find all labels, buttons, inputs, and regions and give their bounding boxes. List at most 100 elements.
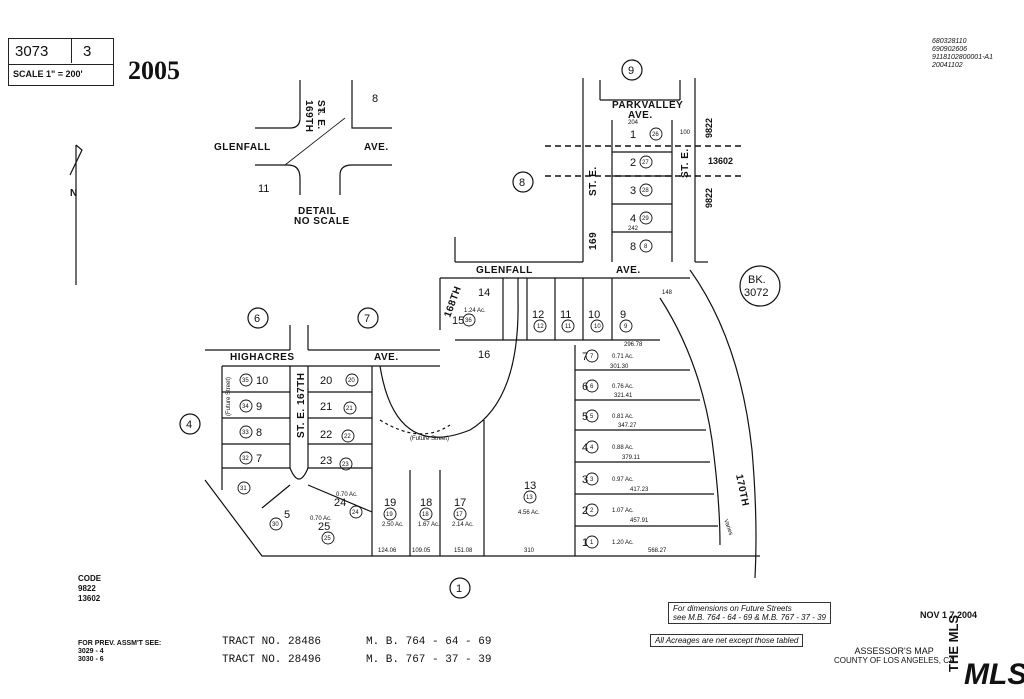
block-circle-9 (621, 59, 643, 81)
bk-value: 3072 (744, 287, 768, 299)
south-boundary (204, 479, 760, 557)
dim-379: 379.11 (622, 455, 641, 461)
varies-label: Varies (722, 519, 733, 537)
code-13602: 13602 (708, 156, 733, 166)
parcel-18: 18 (422, 512, 429, 518)
lot-15: 15 (452, 315, 464, 327)
parcel-11: 11 (565, 324, 572, 330)
block-7: 7 (364, 313, 370, 325)
parkvalley-label: PARKVALLEY (612, 100, 683, 111)
dim-242: 242 (628, 226, 639, 232)
parcel-1-east: 1 (590, 540, 594, 546)
acreage-e5: 0.81 Ac. (612, 414, 634, 420)
acreage-e7: 0.71 Ac. (612, 354, 634, 360)
detail-street-st-e: ST. E. (315, 100, 326, 130)
acreage-c25: 0.70 Ac. (310, 516, 332, 522)
acreage-e1: 1.20 Ac. (612, 540, 634, 546)
prev-assessment: FOR PREV. ASSM'T SEE: 3029 - 4 3030 - 6 (78, 640, 161, 664)
detail-curb-ne (351, 80, 392, 129)
dim-457: 457.91 (630, 518, 649, 524)
block-circle-4 (179, 413, 201, 435)
block-circle-8 (512, 171, 534, 193)
north-label: N (70, 188, 78, 199)
lot-5-west: 5 (284, 509, 290, 521)
lot-6-east: 6 (582, 381, 588, 393)
parcel-34: 34 (242, 404, 249, 410)
parcel-35: 35 (242, 378, 249, 384)
dim-100: 100 (680, 130, 691, 136)
parcel-23: 23 (342, 462, 349, 468)
parcel-21: 21 (346, 406, 353, 412)
stamp-line: 9118102800001-A1 (932, 54, 993, 61)
dim-204: 204 (628, 120, 639, 126)
dim-568: 568.27 (648, 548, 667, 554)
detail-curb-sw (255, 164, 301, 195)
prev-title: FOR PREV. ASSM'T SEE: (78, 640, 162, 647)
parcel-32: 32 (242, 456, 249, 462)
highacres-label: HIGHACRES (230, 352, 295, 363)
prev-ref: 3030 - 6 (78, 656, 104, 663)
lot-9: 9 (620, 309, 626, 321)
lot-1-east: 1 (582, 537, 588, 549)
detail-curb-se (339, 164, 392, 195)
detail-lot-8: 8 (372, 93, 378, 105)
lot-16: 16 (478, 349, 490, 361)
acreage-note: All Acreages are net except those tabled (650, 634, 804, 647)
dim-347: 347.27 (618, 423, 637, 429)
book-number: 3073 (15, 43, 49, 60)
dim-301: 301.30 (610, 364, 629, 370)
lot-2: 2 (630, 157, 636, 169)
lot-10: 10 (588, 309, 600, 321)
note-line: For dimensions on Future Streets (673, 604, 792, 613)
block-4: 4 (186, 419, 192, 431)
st170-label: 170TH (733, 473, 751, 507)
parcel-27: 27 (642, 160, 649, 166)
parcel-25: 25 (324, 536, 331, 542)
dim-148: 148 (662, 290, 673, 296)
lot-3: 3 (630, 185, 636, 197)
detail-street-ave: AVE. (364, 142, 389, 153)
block-9: 9 (628, 65, 634, 77)
parcel-5-east: 5 (590, 414, 594, 420)
st169-label: 169 (588, 232, 599, 250)
map-scale: SCALE 1" = 200' (13, 69, 83, 79)
stamp-line: 20041102 (932, 62, 963, 69)
acreage-s17: 2.14 Ac. (452, 522, 474, 528)
tract-1: TRACT NO. 28486 (222, 636, 322, 648)
detail-street-glenfall: GLENFALL (214, 142, 271, 153)
parcel-7-east: 7 (590, 354, 594, 360)
lot-2-east: 2 (582, 505, 588, 517)
parcel-10: 10 (594, 324, 601, 330)
dim-417: 417.23 (630, 487, 649, 493)
tract-2: TRACT NO. 28496 (222, 654, 322, 666)
lot-7-west: 7 (256, 453, 262, 465)
lot16-curve (379, 278, 519, 438)
parcel-20: 20 (348, 378, 355, 384)
tract-2-mb: M. B. 767 - 37 - 39 (366, 654, 492, 666)
lot-1: 1 (630, 129, 636, 141)
map-date: NOV 1 7 2004 (920, 610, 978, 620)
acreage-c24: 0.70 Ac. (336, 492, 358, 498)
future-street (379, 419, 451, 435)
glenfall-label: GLENFALL (476, 265, 533, 276)
parcel-2-east: 2 (590, 508, 594, 514)
detail-lot-11: 11 (258, 183, 269, 195)
lot-17: 17 (454, 497, 466, 509)
lot-14: 14 (478, 287, 490, 299)
parcel-30: 30 (272, 522, 279, 528)
parcel-12: 12 (537, 324, 544, 330)
lot-4: 4 (630, 213, 636, 225)
acreage-g15: 1.24 Ac. (464, 308, 486, 314)
parcel-13: 13 (526, 495, 533, 501)
lot-3-east: 3 (582, 474, 588, 486)
dim-296: 296.78 (624, 342, 643, 348)
highacres-ave: AVE. (374, 352, 399, 363)
code-value: 9822 (78, 584, 96, 593)
lot-18: 18 (420, 497, 432, 509)
st170-east-line (689, 269, 757, 579)
prev-ref: 3029 - 4 (78, 648, 104, 655)
detail-street-169: 169TH (303, 100, 314, 133)
st170-west-line (659, 297, 721, 546)
acreage-s18: 1.67 Ac. (418, 522, 440, 528)
lot-21: 21 (320, 401, 332, 413)
